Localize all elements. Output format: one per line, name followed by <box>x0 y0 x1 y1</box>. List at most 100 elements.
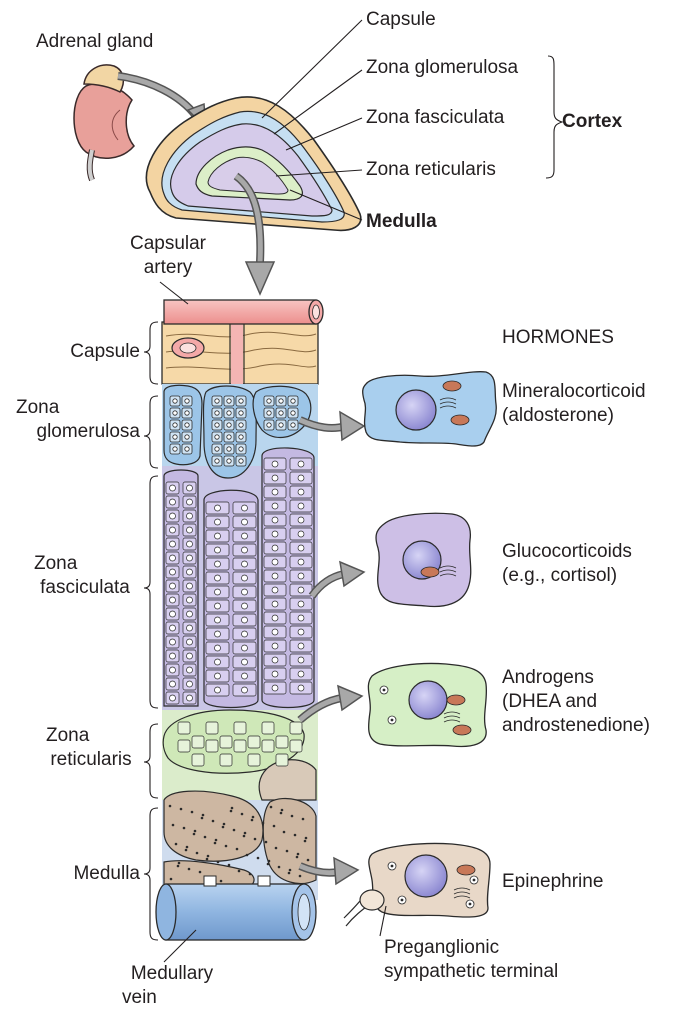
fasciculata-nucleus <box>241 574 248 582</box>
fasciculata-nucleus <box>271 586 279 594</box>
fasciculata-nucleus <box>169 540 176 548</box>
mineralocorticoid-cell <box>362 371 497 447</box>
glomerulosa-nucleus <box>214 422 220 428</box>
mitochondrion <box>450 414 470 426</box>
fasciculata-nucleus <box>214 588 221 596</box>
label-preganglionic-line1: Preganglionic <box>384 937 500 958</box>
medulla-granule <box>253 837 257 841</box>
label-capsular-artery: Capsular artery <box>112 232 224 280</box>
medulla-granule <box>256 856 260 860</box>
fasciculata-nucleus <box>214 658 221 666</box>
glomerulosa-nucleus <box>226 434 232 440</box>
medulla-granule <box>280 808 284 812</box>
fasciculata-nucleus <box>297 530 305 538</box>
fasciculata-nucleus <box>214 616 221 624</box>
golgi-stack <box>453 895 471 899</box>
fasciculata-nucleus <box>297 670 305 678</box>
fasciculata-nucleus <box>186 582 193 590</box>
label-glucocorticoids: Glucocorticoids (e.g., cortisol) <box>502 540 632 588</box>
label-cortex: Cortex <box>562 111 623 132</box>
medulla-granule <box>245 853 249 857</box>
medulla-granule <box>187 867 191 871</box>
fasciculata-nucleus <box>186 568 193 576</box>
mitochondrion <box>442 380 462 392</box>
label-zona-reticularis-side: Zona reticularis <box>38 724 144 772</box>
label-preganglionic: Preganglionic sympathetic terminal <box>384 936 558 984</box>
fasciculata-nucleus <box>241 616 248 624</box>
mitochondrion <box>456 864 476 876</box>
left-brackets <box>143 321 159 941</box>
fasciculata-nucleus <box>241 504 248 512</box>
fasciculata-nucleus <box>214 644 221 652</box>
fasciculata-nucleus <box>214 546 221 554</box>
fasciculata-nucleus <box>297 614 305 622</box>
reticularis-cell <box>247 735 261 749</box>
glomerulosa-nucleus <box>278 422 284 428</box>
fasciculata-nucleus <box>169 526 176 534</box>
fasciculata-nucleus <box>186 526 193 534</box>
reticularis-cell <box>233 739 247 753</box>
fasciculata-nucleus <box>214 518 221 526</box>
fasciculata-nucleus <box>186 694 193 702</box>
medulla-granule <box>171 823 175 827</box>
fasciculata-nucleus <box>169 624 176 632</box>
medulla-granule <box>272 824 276 828</box>
vesicle-core <box>382 688 386 692</box>
medulla-granule <box>279 811 283 815</box>
zoom-arrow-top <box>117 72 200 119</box>
label-mineralocorticoid: Mineralocorticoid (aldosterone) <box>502 380 646 428</box>
fasciculata-nucleus <box>241 602 248 610</box>
label-zona-glomerulosa-line2: glomerulosa <box>36 421 141 442</box>
medulla-granule <box>176 864 180 868</box>
golgi-stack <box>443 719 461 723</box>
label-mineralocorticoid-line2: (aldosterone) <box>502 405 614 426</box>
reticularis-cell <box>219 735 233 749</box>
fasciculata-nucleus <box>241 672 248 680</box>
reticularis-cell <box>177 739 191 753</box>
glomerulosa-nucleus <box>214 410 220 416</box>
organelles <box>379 380 479 909</box>
fasciculata-nucleus <box>169 554 176 562</box>
medulla-granule <box>235 847 239 851</box>
glomerulosa-nucleus <box>172 446 178 452</box>
golgi-stack <box>439 565 457 569</box>
fasciculata-nucleus <box>214 630 221 638</box>
mitochondrion <box>420 566 440 578</box>
reticularis-cell <box>191 735 205 749</box>
glomerulosa-nucleus <box>214 446 220 452</box>
label-capsule-top: Capsule <box>366 9 436 30</box>
medulla-granule <box>287 871 291 875</box>
fasciculata-nucleus <box>186 652 193 660</box>
fasciculata-nucleus <box>186 484 193 492</box>
medulla-granule <box>221 825 225 829</box>
reticularis-cell <box>205 739 219 753</box>
medulla-granule <box>266 862 270 866</box>
fasciculata-nucleus <box>169 652 176 660</box>
glomerulosa-nucleus <box>290 398 296 404</box>
fasciculata-nucleus <box>297 502 305 510</box>
label-zona-fasciculata-side: Zona fasciculata <box>26 552 144 600</box>
fasciculata-nucleus <box>186 596 193 604</box>
fasciculata-nucleus <box>271 642 279 650</box>
medulla-granule <box>261 821 265 825</box>
fasciculata-nucleus <box>297 600 305 608</box>
reticularis-cell <box>289 739 303 753</box>
glomerulosa-nucleus <box>278 398 284 404</box>
medulla-granule <box>192 832 196 836</box>
medulla-granule <box>242 834 246 838</box>
column-to-cell-arrows <box>297 410 366 886</box>
fasciculata-nucleus <box>271 572 279 580</box>
reticularis-cell <box>261 721 275 735</box>
fasciculata-nucleus <box>297 642 305 650</box>
medulla-granule <box>293 833 297 837</box>
vesicle-core <box>468 902 472 906</box>
label-glucocorticoids-line1: Glucocorticoids <box>502 541 632 562</box>
epinephrine-cell <box>343 842 491 927</box>
glomerulosa-nucleus <box>214 434 220 440</box>
glomerulosa-nucleus <box>214 458 220 464</box>
medulla-granule <box>288 868 292 872</box>
fasciculata-nucleus <box>169 666 176 674</box>
fasciculata-nucleus <box>271 558 279 566</box>
fasciculata-nucleus <box>169 498 176 506</box>
label-androgens: Androgens (DHEA and androstenedione) <box>502 666 650 738</box>
